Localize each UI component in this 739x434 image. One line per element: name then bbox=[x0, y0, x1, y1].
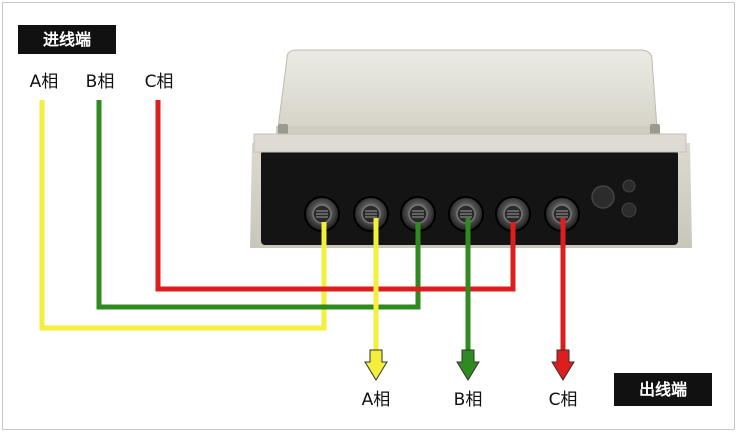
out-phase-c-label: C相 bbox=[549, 390, 578, 410]
wire-in-phase-a bbox=[39, 100, 327, 331]
diagram-frame bbox=[2, 2, 735, 430]
outlet-label-box bbox=[614, 373, 712, 406]
wire-in-phase-c bbox=[155, 100, 516, 292]
inlet-label: 进线端 bbox=[43, 30, 91, 49]
wire-in-phase-b bbox=[96, 100, 421, 310]
out-phase-b-label: B相 bbox=[454, 390, 483, 410]
inlet-wires bbox=[39, 100, 516, 331]
inlet-label-box bbox=[18, 25, 116, 54]
in-phase-b-label: B相 bbox=[86, 72, 115, 92]
in-phase-a-label: A相 bbox=[30, 72, 59, 92]
out-phase-a-label: A相 bbox=[362, 390, 391, 410]
outlet-label: 出线端 bbox=[639, 380, 687, 399]
outlet-wires bbox=[373, 218, 566, 352]
terminal-screw-icon bbox=[304, 179, 637, 232]
in-phase-c-label: C相 bbox=[145, 72, 174, 92]
arrow-down-icon bbox=[364, 349, 575, 381]
